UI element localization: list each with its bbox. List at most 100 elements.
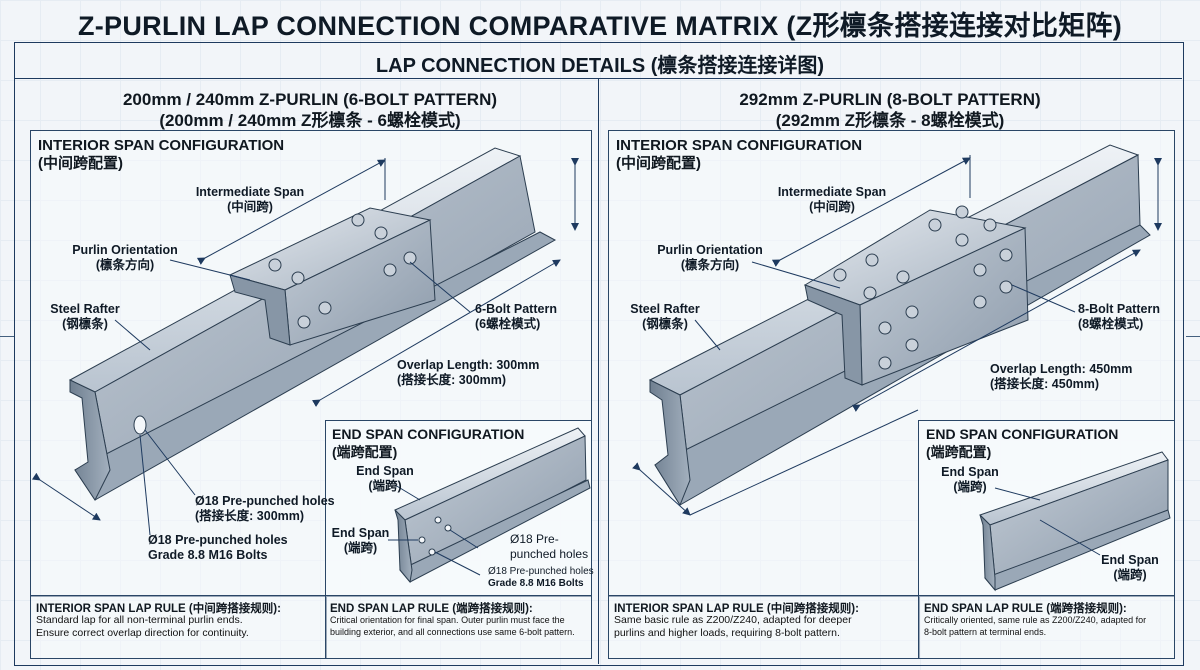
end-hole <box>434 516 442 524</box>
left-pre-punched-hole <box>133 415 147 435</box>
rafter-leader <box>114 319 151 351</box>
bottom-dimension <box>31 472 101 521</box>
end-leader <box>394 484 421 501</box>
holes-leader <box>139 434 151 536</box>
left-interior-rule-panel <box>30 595 327 659</box>
left-interior-title-cn: (中间跨配置) <box>38 155 123 172</box>
right-end-span-label-2: End Span (端跨) <box>1095 553 1165 583</box>
intermediate-span-arrow <box>771 157 971 267</box>
end-hole <box>444 524 452 532</box>
left-interior-rule-text: Standard lap for all non-terminal purlin… <box>36 614 321 640</box>
bolt <box>863 286 877 300</box>
end-leader <box>994 487 1041 501</box>
end-leader <box>434 551 481 576</box>
rule-line: building exterior, and all connections u… <box>330 627 575 637</box>
right-interior-rule-text: Same basic rule as Z200/Z240, adapted fo… <box>614 614 914 640</box>
bolt <box>318 301 332 315</box>
left-column-title-en: 200mm / 240mm Z-PURLIN (6-BOLT PATTERN) <box>122 90 498 109</box>
intermediate-span-arrow <box>196 159 386 265</box>
column-divider <box>598 78 599 664</box>
rule-line: Standard lap for all non-terminal purlin… <box>36 614 243 626</box>
label-cn: (钢檩条) <box>642 317 688 331</box>
label-en: Ø18 Pre-punched holes <box>148 533 288 547</box>
right-end-title-cn: (端跨配置) <box>926 444 992 460</box>
bolt-pattern-leader <box>409 261 471 313</box>
left-end-title-en: END SPAN CONFIGURATION <box>332 426 525 442</box>
side-tick <box>1186 336 1200 337</box>
end-hole <box>418 536 426 544</box>
end-purlin-face <box>979 514 996 592</box>
end-purlin-face <box>394 509 413 584</box>
left-end-small-label: Ø18 Pre-punched holes Grade 8.8 M16 Bolt… <box>488 566 594 590</box>
label-en: End Span <box>1101 553 1159 567</box>
rule-line: Critical orientation for final span. Out… <box>330 615 565 625</box>
label-en: Intermediate Span <box>777 185 887 199</box>
label-en: Ø18 Pre- <box>510 532 559 546</box>
right-interior-title: INTERIOR SPAN CONFIGURATION (中间跨配置) <box>616 137 862 173</box>
overlap-dimension <box>851 249 1141 412</box>
left-column-title: 200mm / 240mm Z-PURLIN (6-BOLT PATTERN) … <box>40 89 580 131</box>
label-en: Overlap Length: 450mm <box>990 362 1133 376</box>
subtitle: LAP CONNECTION DETAILS (檩条搭接连接详图) <box>375 55 825 77</box>
label-cn: (端跨) <box>953 480 987 494</box>
label-en: Overlap Length: 300mm <box>397 358 540 372</box>
orientation-arrow <box>169 259 251 281</box>
bolt <box>865 253 879 267</box>
overlap-dimension <box>311 259 561 407</box>
bolt <box>955 205 969 219</box>
right-interior-rule-panel <box>608 595 920 659</box>
left-purlin-end-face <box>69 379 111 501</box>
bolt-pattern-leader <box>1011 284 1076 313</box>
rule-line: purlins and higher loads, requiring 8-bo… <box>614 627 840 639</box>
bolt <box>999 280 1013 294</box>
rule-line: Critically oriented, same rule as Z200/Z… <box>924 615 1147 625</box>
main-title: Z-PURLIN LAP CONNECTION COMPARATIVE MATR… <box>77 11 1123 41</box>
label-cn: (钢檩条) <box>62 317 108 331</box>
bottom-dimension <box>632 462 691 516</box>
label-en-2: punched holes <box>510 547 589 561</box>
right-end-span-label-1: End Span (端跨) <box>935 465 1005 495</box>
bolt <box>905 338 919 352</box>
bolt <box>878 356 892 370</box>
bolt <box>878 321 892 335</box>
label-en: Intermediate Span <box>195 185 305 199</box>
left-end-title: END SPAN CONFIGURATION (端跨配置) <box>332 425 524 461</box>
label-cn: (搭接长度: 300mm) <box>397 373 507 387</box>
end-hole <box>428 548 436 556</box>
bolt <box>973 295 987 309</box>
bolt <box>297 315 311 329</box>
bolt <box>374 226 388 240</box>
right-interior-title-en: INTERIOR SPAN CONFIGURATION <box>616 137 863 154</box>
left-end-rule-panel <box>325 595 592 659</box>
label-small-2: Grade 8.8 M16 Bolts <box>488 578 584 589</box>
label-cn: (端跨) <box>343 541 378 555</box>
left-end-holes-label: Ø18 Pre- punched holes <box>510 532 588 562</box>
left-holes-label-1: Ø18 Pre-punched holes (搭接长度: 300mm) <box>195 494 335 524</box>
label-en: 6-Bolt Pattern <box>475 302 557 316</box>
label-cn: (檩条方向) <box>95 258 155 272</box>
bolt <box>351 213 365 227</box>
left-interior-rule-title: INTERIOR SPAN LAP RULE (中间跨搭接规则): <box>36 603 281 615</box>
right-orientation-label: Purlin Orientation (檩条方向) <box>650 243 770 273</box>
right-end-title: END SPAN CONFIGURATION (端跨配置) <box>926 425 1118 461</box>
left-rafter-label: Steel Rafter (钢檩条) <box>40 302 130 332</box>
label-cn: (端跨) <box>1113 568 1147 582</box>
bolt <box>928 218 942 232</box>
label-cn: (中间跨) <box>809 200 855 214</box>
right-rafter-label: Steel Rafter (钢檩条) <box>620 302 710 332</box>
bolt <box>983 218 997 232</box>
label-en: End Span <box>331 526 390 540</box>
right-end-purlin <box>979 451 1171 592</box>
label-en: Purlin Orientation <box>72 243 178 257</box>
label-small-1: Ø18 Pre-punched holes <box>488 566 594 577</box>
left-column-title-cn: (200mm / 240mm Z形檩条 - 6螺栓模式) <box>159 111 461 130</box>
right-column-title-cn: (292mm Z形檩条 - 8螺栓模式) <box>775 111 1005 130</box>
bolt <box>905 305 919 319</box>
side-tick <box>0 336 14 337</box>
right-intermediate-span-label: Intermediate Span (中间跨) <box>762 185 902 215</box>
right-end-rule-panel <box>918 595 1175 659</box>
label-en: End Span <box>356 464 414 478</box>
rule-line: Same basic rule as Z200/Z240, adapted fo… <box>614 614 852 626</box>
label-cn: (中间跨) <box>227 200 273 214</box>
